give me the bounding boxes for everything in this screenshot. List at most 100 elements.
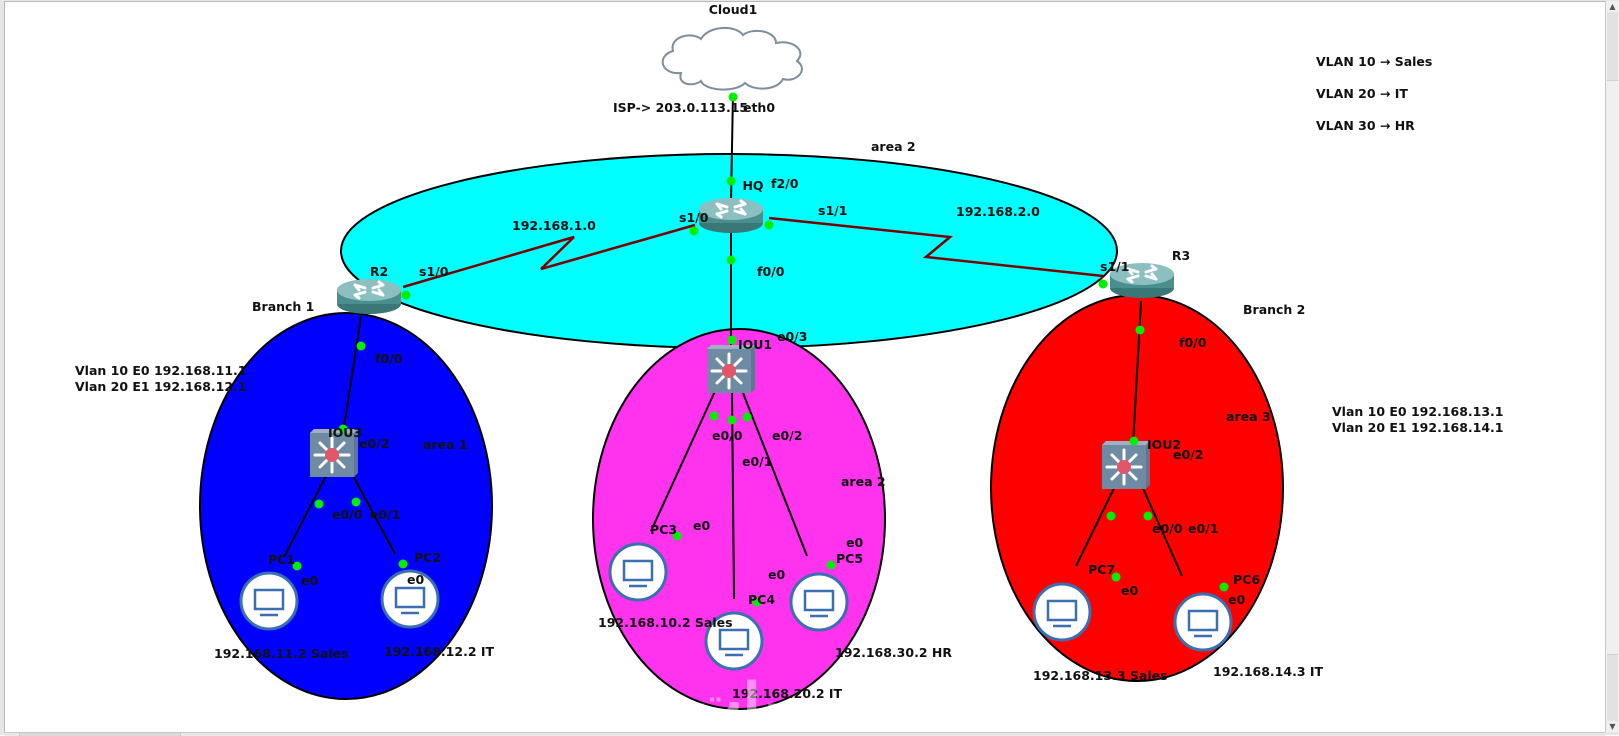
link-iou3-pc1[interactable] xyxy=(283,471,329,558)
pc-icon xyxy=(1032,582,1092,642)
scroll-down-arrow-icon[interactable]: ▼ xyxy=(1609,722,1616,731)
port-dot xyxy=(338,424,348,434)
port-dot xyxy=(727,415,737,425)
port-label: s1/1 xyxy=(1100,259,1129,274)
router-icon xyxy=(335,277,403,316)
port-label: e0 xyxy=(846,535,863,550)
pc-5[interactable] xyxy=(789,572,849,632)
topology-diagram: Cloud1 eth0 ISP-> 203.0.113.15 VLAN 10 →… xyxy=(75,2,1504,732)
area-label-core: area 2 xyxy=(871,139,916,154)
pc-7[interactable] xyxy=(1032,582,1092,642)
port-dot xyxy=(728,92,738,102)
pc-name: PC2 xyxy=(414,550,441,565)
port-label: e0/3 xyxy=(777,329,807,344)
router-r3-name: R3 xyxy=(1172,248,1190,263)
link-r2-iou3[interactable] xyxy=(342,315,362,434)
port-dot xyxy=(689,226,699,236)
port-label: f0/0 xyxy=(1179,335,1207,350)
port-dot xyxy=(726,255,736,265)
port-dots xyxy=(292,92,1229,607)
port-dot xyxy=(1129,436,1139,446)
port-label: e0/2 xyxy=(772,428,802,443)
subinterface-label: Vlan 10 E0 192.168.11.1 xyxy=(75,363,247,378)
pc-icon xyxy=(608,542,668,602)
link-iou2-pc7[interactable] xyxy=(1075,483,1117,567)
scrollbar-track-upper[interactable] xyxy=(1607,12,1618,81)
port-dot xyxy=(314,499,324,509)
scrollbar-track-lower[interactable] xyxy=(1607,654,1618,721)
port-dot xyxy=(356,341,366,351)
link-iou1-pc5[interactable] xyxy=(742,392,808,557)
pc-6[interactable] xyxy=(1173,592,1233,652)
port-label: e0 xyxy=(1228,592,1245,607)
cloud-port-label: eth0 xyxy=(743,100,775,115)
port-dot xyxy=(1219,582,1229,592)
router-r2[interactable] xyxy=(335,277,403,316)
port-dot xyxy=(401,290,411,300)
port-label: e0/0 xyxy=(1152,521,1183,536)
port-label: e0/1 xyxy=(370,507,400,522)
site-label-branch1: Branch 1 xyxy=(252,299,314,314)
legend-item: VLAN 20 → IT xyxy=(1316,86,1408,101)
pc-name: PC6 xyxy=(1233,572,1260,587)
port-dot xyxy=(1143,511,1153,521)
link-iou2-pc6[interactable] xyxy=(1140,483,1183,577)
router-hq[interactable] xyxy=(697,196,765,235)
port-label: e0/1 xyxy=(742,454,772,469)
port-dot xyxy=(1106,511,1116,521)
port-dot xyxy=(351,497,361,507)
serial-link-hq-r2[interactable] xyxy=(402,223,696,289)
area-label-branch2: area 3 xyxy=(1226,409,1271,424)
link-iou1-pc4[interactable] xyxy=(731,392,735,600)
link-iou1-pc3[interactable] xyxy=(650,388,717,532)
cloud-name: Cloud1 xyxy=(709,2,758,17)
port-label: e0 xyxy=(301,573,318,588)
topology-canvas[interactable]: Cloud1 eth0 ISP-> 203.0.113.15 VLAN 10 →… xyxy=(4,1,1605,733)
switch-iou1-name: IOU1 xyxy=(738,337,772,352)
vertical-scrollbar[interactable]: ▲ ▼ xyxy=(1605,1,1619,732)
port-dot xyxy=(764,220,774,230)
port-label: e0/1 xyxy=(1188,521,1218,536)
port-label: e0 xyxy=(768,567,785,582)
serial-link-hq-r3[interactable] xyxy=(768,216,1104,278)
port-dot xyxy=(727,335,737,345)
port-label: e0 xyxy=(693,518,710,533)
port-dot xyxy=(726,176,736,186)
port-dot xyxy=(826,560,836,570)
pc-name: PC3 xyxy=(650,522,677,537)
pc-3[interactable] xyxy=(608,542,668,602)
switch-icon xyxy=(1100,439,1152,491)
switch-iou2[interactable] xyxy=(1100,439,1152,491)
port-dot xyxy=(742,412,752,422)
pc-icon xyxy=(1173,592,1233,652)
subinterface-label: Vlan 20 E1 192.168.12.1 xyxy=(75,379,247,394)
pc-name: PC7 xyxy=(1088,562,1115,577)
subinterface-label: Vlan 20 E1 192.168.14.1 xyxy=(1332,420,1504,435)
pc-icon xyxy=(789,572,849,632)
port-label: e0/2 xyxy=(359,436,389,451)
port-dot xyxy=(672,531,682,541)
switch-iou1[interactable] xyxy=(705,343,757,395)
port-dot xyxy=(398,559,408,569)
horizontal-scrollbar[interactable] xyxy=(4,732,1605,736)
switch-icon xyxy=(705,343,757,395)
port-label: e0/2 xyxy=(1173,447,1203,462)
port-label: s1/1 xyxy=(818,203,847,218)
cloud-icon[interactable] xyxy=(661,27,803,91)
router-icon xyxy=(697,196,765,235)
pc-1[interactable] xyxy=(239,571,299,631)
watermark: خمسات xyxy=(690,672,887,732)
link-r3-iou2[interactable] xyxy=(1132,300,1142,446)
port-dot xyxy=(752,597,762,607)
router-r2-name: R2 xyxy=(370,264,388,279)
pc-ip-label: 192.168.10.2 Sales xyxy=(598,615,733,630)
port-label: e0/0 xyxy=(332,507,363,522)
port-label: f0/0 xyxy=(375,351,403,366)
link-iou3-pc2[interactable] xyxy=(350,471,396,555)
port-dot xyxy=(292,561,302,571)
port-dot xyxy=(709,411,719,421)
scroll-up-arrow-icon[interactable]: ▲ xyxy=(1609,2,1616,11)
network-label: 192.168.1.0 xyxy=(512,218,596,233)
pc-ip-label: 192.168.12.2 IT xyxy=(384,644,495,659)
